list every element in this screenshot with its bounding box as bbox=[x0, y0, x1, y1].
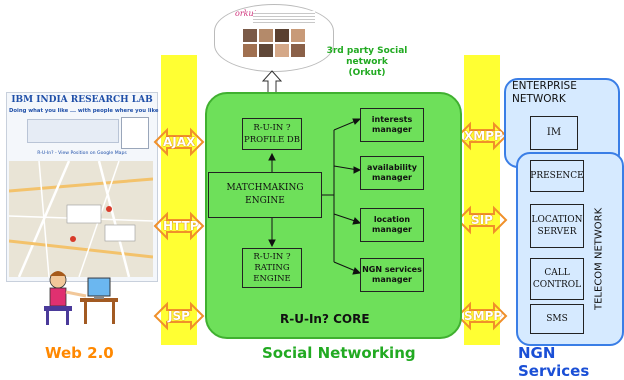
dropdown-list bbox=[121, 117, 149, 149]
web20-label: Web 2.0 bbox=[45, 344, 114, 362]
availability-line1: availability bbox=[367, 163, 417, 172]
enterprise-network-title: ENTERPRISE NETWORK bbox=[512, 80, 612, 106]
rating-line1: R-U-IN ? bbox=[253, 252, 291, 262]
protocol-arrows bbox=[153, 121, 508, 331]
social-network-line2: network bbox=[346, 57, 388, 67]
matchmaking-engine-box: MATCHMAKING ENGINE bbox=[208, 172, 322, 218]
social-network-line1: 3rd party Social bbox=[326, 46, 408, 56]
ngn-services-manager-box: NGN services manager bbox=[360, 258, 424, 292]
location-server-line1: LOCATION bbox=[531, 215, 583, 225]
map-title: R-U-In? - View Position on Google Maps bbox=[37, 151, 127, 156]
interests-line2: manager bbox=[372, 125, 412, 134]
sip-label: SIP bbox=[471, 213, 493, 227]
call-control-box: CALL CONTROL bbox=[530, 258, 584, 300]
interests-manager-box: interests manager bbox=[360, 108, 424, 142]
presence-box: PRESENCE bbox=[530, 160, 584, 192]
enterprise-line2: NETWORK bbox=[512, 93, 566, 105]
map-view bbox=[9, 161, 153, 277]
form-area bbox=[27, 119, 119, 143]
core-connectors bbox=[268, 118, 362, 275]
left-protocol-bar bbox=[161, 55, 197, 345]
location-manager-box: location manager bbox=[360, 208, 424, 242]
enterprise-line1: ENTERPRISE bbox=[512, 80, 577, 92]
smpp-label: SMPP bbox=[464, 309, 503, 323]
call-control-line1: CALL bbox=[544, 268, 570, 278]
telecom-network-title: TELECOM NETWORK bbox=[593, 207, 605, 310]
location-line1: location bbox=[373, 215, 411, 224]
xmpp-label: XMPP bbox=[464, 129, 503, 143]
ngn-mgr-line2: manager bbox=[372, 275, 412, 284]
profile-db-line2: PROFILE DB bbox=[244, 135, 300, 145]
social-network-label: 3rd party Social network (Orkut) bbox=[322, 46, 412, 79]
location-line2: manager bbox=[372, 225, 412, 234]
sms-box: SMS bbox=[530, 304, 584, 334]
social-network-line3: (Orkut) bbox=[348, 68, 386, 78]
http-label: HTTP bbox=[163, 219, 199, 233]
location-server-box: LOCATION SERVER bbox=[530, 204, 584, 248]
map-roads bbox=[9, 161, 153, 277]
availability-line2: manager bbox=[372, 173, 412, 182]
orkut-photo-grid bbox=[243, 29, 305, 57]
location-server-line2: SERVER bbox=[537, 227, 577, 237]
social-networking-label: Social Networking bbox=[262, 344, 416, 362]
person-at-computer-icon bbox=[44, 271, 118, 325]
ajax-label: AJAX bbox=[163, 135, 196, 149]
rating-line2: RATING bbox=[254, 263, 290, 273]
jsp-label: JSP bbox=[168, 309, 190, 323]
call-control-line2: CONTROL bbox=[532, 280, 582, 290]
interests-line1: interests bbox=[371, 115, 413, 124]
rating-engine-box: R-U-IN ? RATING ENGINE bbox=[242, 248, 302, 288]
ibm-lab-title: IBM INDIA RESEARCH LAB bbox=[11, 95, 153, 105]
availability-manager-box: availability manager bbox=[360, 156, 424, 190]
profile-db-box: R-U-IN ? PROFILE DB bbox=[242, 118, 302, 150]
matchmaking-line2: ENGINE bbox=[245, 196, 285, 206]
rating-line3: ENGINE bbox=[253, 274, 291, 284]
ngn-services-label: NGN Services bbox=[518, 344, 590, 380]
orkut-logo: orkut bbox=[235, 9, 257, 18]
im-box: IM bbox=[530, 116, 578, 150]
ngn-mgr-line1: NGN services bbox=[362, 265, 422, 274]
web20-screenshot: IBM INDIA RESEARCH LAB Doing what you li… bbox=[6, 92, 158, 282]
tagline: Doing what you like ... with people wher… bbox=[9, 108, 159, 114]
orkut-bubble: orkut bbox=[214, 4, 334, 72]
core-title: R-U-In? CORE bbox=[280, 312, 370, 326]
matchmaking-line1: MATCHMAKING bbox=[226, 183, 304, 193]
profile-db-line1: R-U-IN ? bbox=[253, 123, 291, 133]
orkut-text-lines bbox=[253, 11, 315, 25]
right-protocol-bar bbox=[464, 55, 500, 345]
